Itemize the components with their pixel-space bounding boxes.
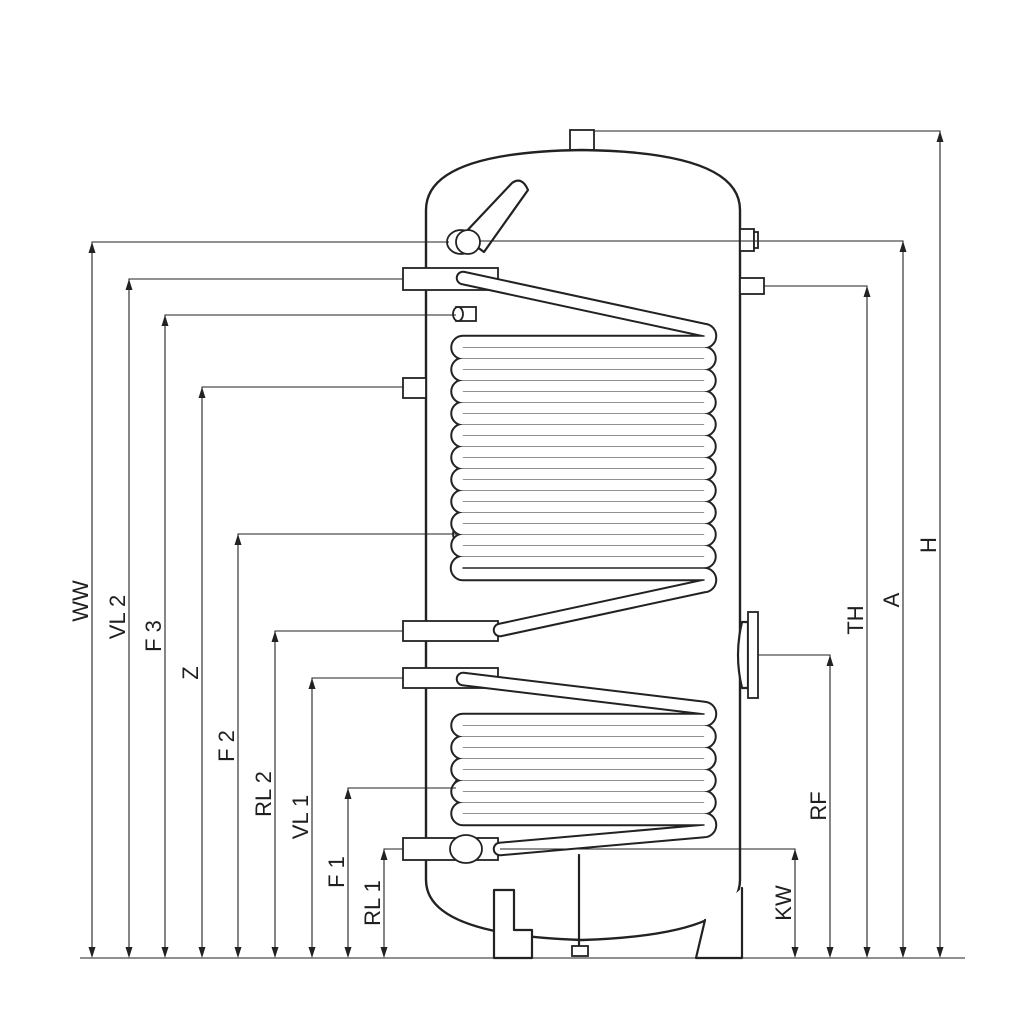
thermometer-connection <box>739 277 765 295</box>
tank-foot-right <box>694 886 744 960</box>
dimension-f2: F 2 <box>214 533 456 958</box>
dimension-label-h: H <box>916 537 941 553</box>
dimension-label-rf: RF <box>806 791 831 820</box>
dimension-label-f1: F 1 <box>324 856 349 888</box>
dimension-rf: RF <box>758 654 834 958</box>
dimension-f1: F 1 <box>324 787 456 958</box>
dimension-a: A <box>480 240 907 958</box>
dimension-ww: WW <box>68 241 449 958</box>
dimension-label-f2: F 2 <box>214 730 239 762</box>
drain-valve <box>571 945 589 957</box>
hot-water-pipe <box>460 179 530 254</box>
sensor-well-f3 <box>452 306 477 322</box>
dimension-label-kw: KW <box>771 885 796 921</box>
inspection-flange-plate <box>747 611 759 699</box>
dimension-label-th: TH <box>843 605 868 634</box>
anode-connection <box>739 228 755 252</box>
anode-cap <box>753 231 759 249</box>
cold-water-inlet <box>449 834 483 864</box>
hot-water-outlet-inner <box>455 229 481 255</box>
dimension-rl2: RL 2 <box>251 630 403 958</box>
dimension-label-f3: F 3 <box>141 620 166 652</box>
dimension-label-vl2: VL 2 <box>105 595 130 639</box>
dimension-z: Z <box>178 386 403 958</box>
dimension-f3: F 3 <box>141 314 456 958</box>
dimension-kw: KW <box>500 848 799 958</box>
tank-foot-left <box>492 888 534 960</box>
dimension-label-rl2: RL 2 <box>251 771 276 817</box>
inspection-flange <box>736 620 750 690</box>
dimension-label-ww: WW <box>68 580 93 622</box>
connection-z <box>402 377 427 399</box>
dimension-label-a: A <box>879 592 904 607</box>
dimension-h: H <box>594 130 944 958</box>
upper-heat-exchanger-coil <box>449 270 718 638</box>
dimension-vl2: VL 2 <box>105 278 403 958</box>
dimension-label-vl1: VL 1 <box>288 795 313 839</box>
top-connection <box>569 129 595 153</box>
connection-rl2 <box>402 620 499 642</box>
dimension-rl1: RL 1 <box>360 848 403 958</box>
dimension-vl1: VL 1 <box>288 677 403 958</box>
lower-heat-exchanger-coil <box>450 671 718 857</box>
dimension-label-rl1: RL 1 <box>360 880 385 926</box>
dimension-th: TH <box>764 285 871 958</box>
dimension-label-z: Z <box>178 666 203 679</box>
